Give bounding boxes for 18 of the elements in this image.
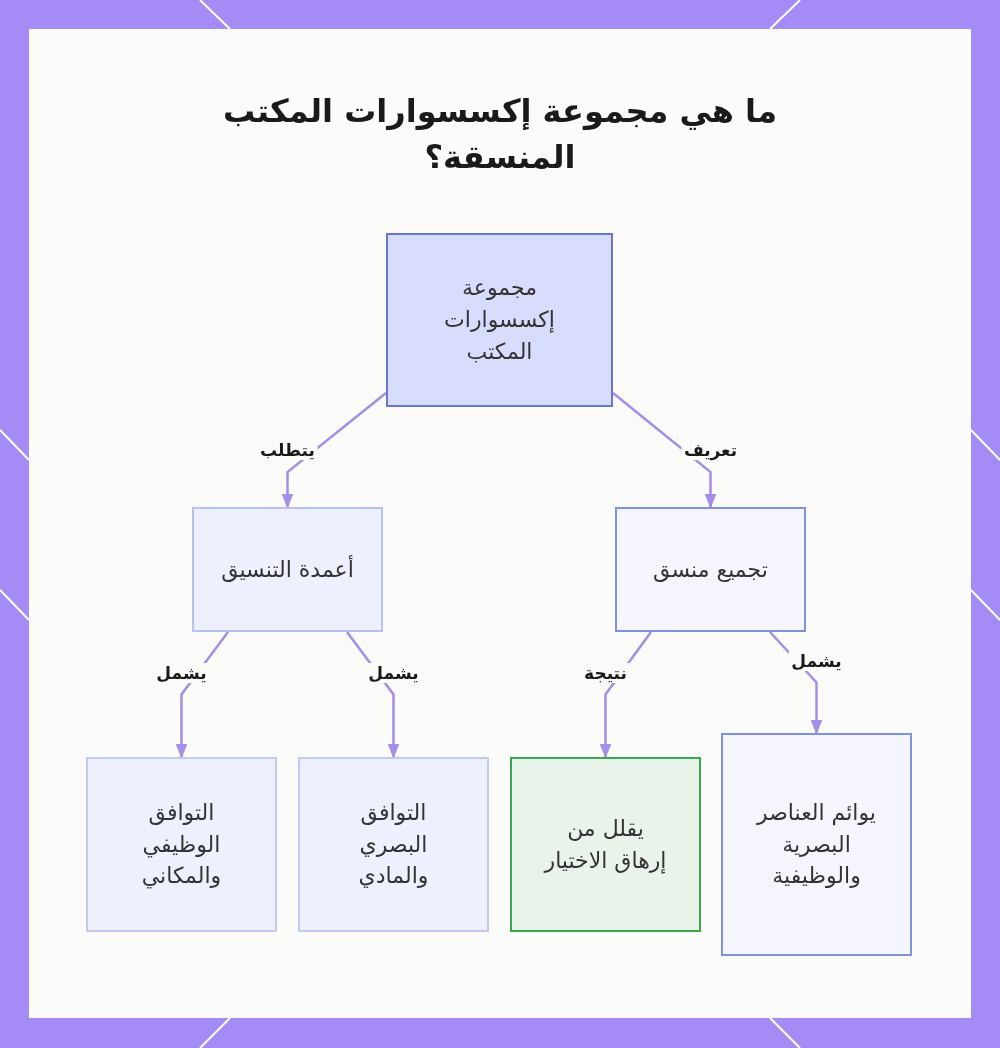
process-box [615, 507, 806, 632]
node-text: مجموعة إكسسوارات المكتب [443, 274, 556, 366]
node-text: التوافق البصري والمادي [357, 798, 430, 891]
arrow [599, 631, 652, 759]
node-text: يوائم العناصر البصرية والوظيفية [755, 798, 877, 891]
process-box [86, 757, 277, 932]
process-box [510, 757, 701, 932]
process-box [386, 233, 613, 407]
arrow [281, 392, 387, 509]
node-text: أعمدة التنسيق [221, 554, 354, 584]
arrow [612, 392, 717, 509]
diagram-title: ما هي مجموعة إكسسوارات المكتب المنسقة؟ [222, 91, 778, 179]
node-text: يقلل من إرهاق الاختيار [542, 814, 668, 876]
process-box [192, 507, 383, 632]
process-box [721, 733, 912, 956]
node-text: التوافق الوظيفي والمكاني [140, 798, 223, 891]
process-box [298, 757, 489, 932]
node-text: تجميع منسق [653, 555, 768, 584]
